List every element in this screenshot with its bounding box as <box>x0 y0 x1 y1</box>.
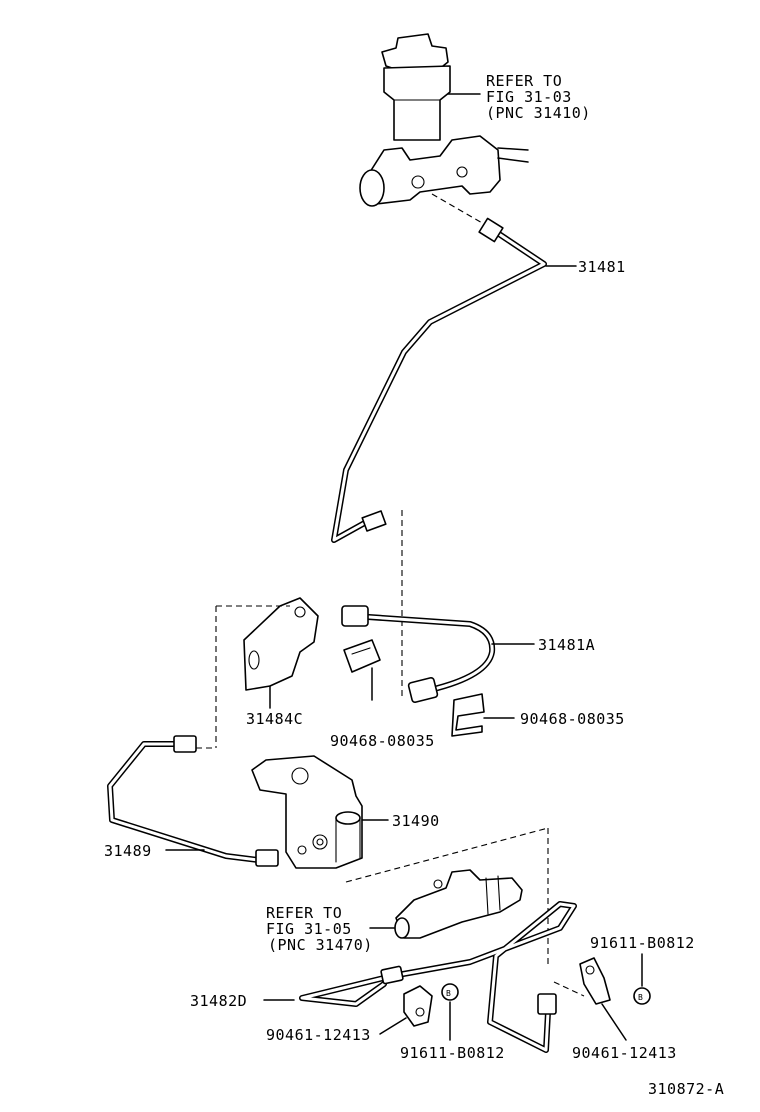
hose-clip-90468-right[interactable] <box>451 693 485 737</box>
label-91611-bottom[interactable]: 91611-B0812 <box>400 1044 505 1062</box>
figure-id: 310872-A <box>648 1080 724 1098</box>
label-31481[interactable]: 31481 <box>578 258 626 276</box>
release-cylinder-refer-line3: (PNC 31470) <box>268 936 373 954</box>
clutch-tube-31489[interactable] <box>107 735 279 867</box>
label-31489[interactable]: 31489 <box>104 842 152 860</box>
nut-91611-right[interactable]: B <box>633 987 651 1005</box>
label-91611-right[interactable]: 91611-B0812 <box>590 934 695 952</box>
hose-clip-90468-left[interactable] <box>343 639 381 673</box>
label-31482D[interactable]: 31482D <box>190 992 247 1010</box>
label-31481A[interactable]: 31481A <box>538 636 595 654</box>
label-90461-right[interactable]: 90461-12413 <box>572 1044 677 1062</box>
clutch-tube-31481[interactable] <box>331 217 547 543</box>
clutch-accumulator-31490[interactable] <box>251 755 363 869</box>
master-cylinder-refer-line2: FIG 31-03 <box>486 88 572 106</box>
svg-text:B: B <box>446 989 451 998</box>
master-cylinder-refer-line1: REFER TO <box>486 72 562 90</box>
master-cylinder-refer-line3: (PNC 31410) <box>486 104 591 122</box>
clutch-hose-31481A[interactable] <box>341 605 496 704</box>
clutch-tube-31482D[interactable] <box>299 901 577 1053</box>
label-90468-right[interactable]: 90468-08035 <box>520 710 625 728</box>
label-90468-left[interactable]: 90468-08035 <box>330 732 435 750</box>
nut-91611-bottom[interactable]: B <box>441 983 459 1001</box>
bracket-31484C[interactable] <box>243 597 319 691</box>
clamp-90461-right[interactable] <box>579 957 611 1005</box>
label-31484C[interactable]: 31484C <box>246 710 303 728</box>
release-cylinder-refer-line2: FIG 31-05 <box>266 920 352 938</box>
clutch-release-cylinder[interactable] <box>394 869 523 939</box>
svg-text:B: B <box>638 993 643 1002</box>
clutch-master-cylinder[interactable] <box>359 33 529 207</box>
release-cylinder-refer-line1: REFER TO <box>266 904 342 922</box>
clamp-90461-left[interactable] <box>403 985 433 1027</box>
label-90461-left[interactable]: 90461-12413 <box>266 1026 371 1044</box>
label-31490[interactable]: 31490 <box>392 812 440 830</box>
